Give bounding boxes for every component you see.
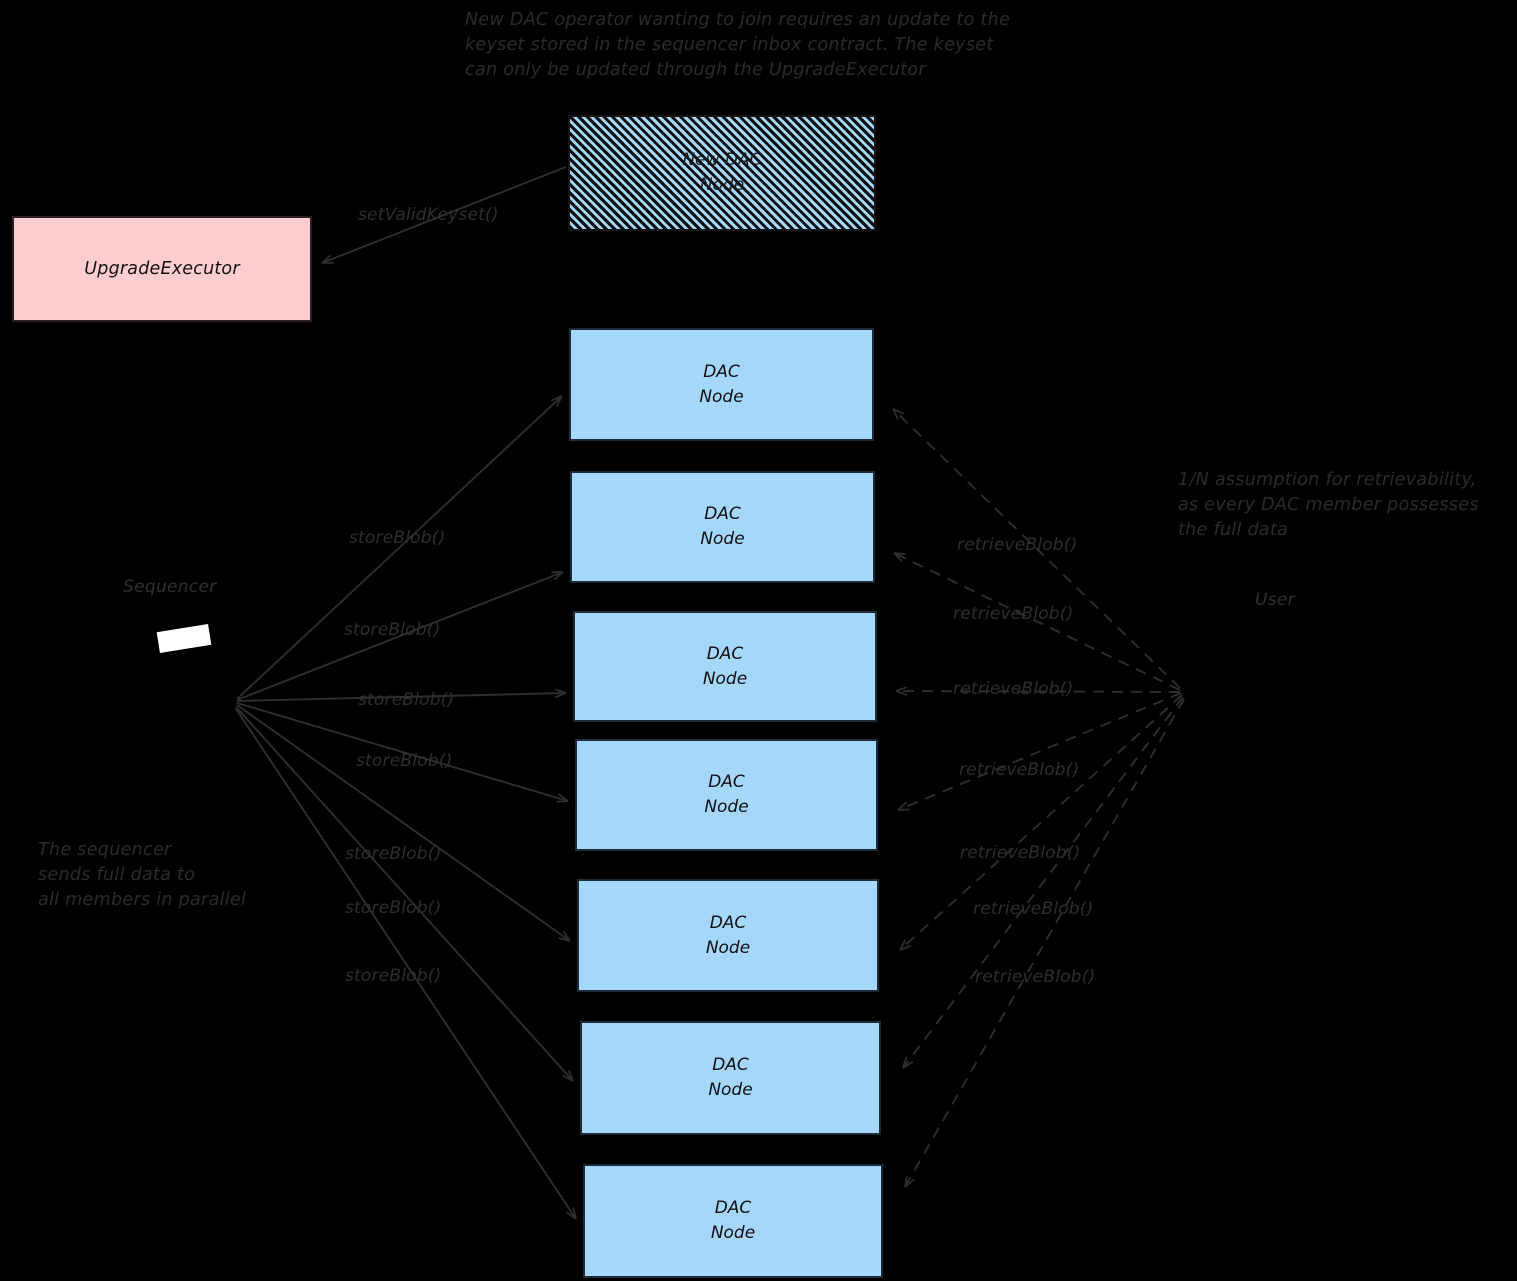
annotation-retrievability-note: 1/N assumption for retrievability, as ev… [1178, 470, 1479, 540]
box-dac-node-6[interactable]: DAC Node [580, 1021, 881, 1135]
box-dac-node-5-label-line-1: DAC [709, 912, 747, 933]
edge-label-store-blob-4: storeBlob() [356, 751, 453, 771]
edge-retrieve-blob-4 [898, 692, 1182, 810]
edge-label-store-blob-2: storeBlob() [344, 620, 441, 640]
edge-label-store-blob-5: storeBlob() [345, 844, 442, 864]
box-dac-node-7[interactable]: DAC Node [583, 1164, 883, 1278]
box-dac-node-4-label-line-1: DAC [708, 772, 745, 792]
box-upgrade-executor[interactable]: UpgradeExecutor [12, 216, 312, 322]
edge-label-store-blob-7: storeBlob() [345, 966, 442, 986]
box-dac-node-6-label-line-1: DAC [712, 1055, 749, 1075]
edge-label-set-valid-keyset: setValidKeyset() [358, 205, 499, 225]
annotation-keyset-note: New DAC operator wanting to join require… [465, 10, 1011, 80]
box-dac-node-4[interactable]: DAC Node [575, 739, 878, 851]
box-new-dac-node-label-line-2: Node [699, 175, 745, 195]
edge-label-retrieve-blob-7: retrieveBlob() [975, 967, 1096, 987]
box-dac-node-7-label-line-2: Node [710, 1223, 756, 1243]
box-dac-node-2-label-line-2: Node [700, 529, 745, 549]
box-dac-node-4-label-line-2: Node [704, 797, 749, 817]
box-dac-node-3-label-line-1: DAC [706, 643, 744, 664]
edge-label-retrieve-blob-3: retrieveBlob() [953, 679, 1074, 699]
box-new-dac-node[interactable]: New DAC Node [568, 115, 876, 231]
edge-label-store-blob-6: storeBlob() [345, 898, 442, 918]
box-dac-node-2[interactable]: DAC Node [570, 471, 875, 583]
edge-label-retrieve-blob-6: retrieveBlob() [973, 899, 1094, 919]
box-dac-node-3-label-line-2: Node [702, 668, 748, 689]
edge-label-retrieve-blob-4: retrieveBlob() [959, 760, 1080, 780]
edge-label-store-blob-1: storeBlob() [349, 528, 446, 548]
box-dac-node-2-label-line-1: DAC [704, 504, 741, 524]
box-dac-node-1[interactable]: DAC Node [569, 328, 874, 441]
box-upgrade-executor-label: UpgradeExecutor [84, 259, 240, 279]
edge-store-blob-7 [235, 708, 576, 1219]
box-dac-node-7-label-line-1: DAC [714, 1198, 752, 1218]
edge-label-retrieve-blob-2: retrieveBlob() [953, 604, 1074, 624]
annotation-parallel-note: The sequencer sends full data to all mem… [38, 840, 247, 910]
edge-retrieve-blob-6 [903, 696, 1184, 1068]
box-dac-node-5[interactable]: DAC Node [577, 879, 879, 992]
edge-label-retrieve-blob-1: retrieveBlob() [957, 535, 1078, 555]
sequencer-icon [156, 624, 212, 653]
actor-label-sequencer: Sequencer [123, 577, 217, 597]
box-dac-node-3[interactable]: DAC Node [573, 611, 877, 722]
edge-label-retrieve-blob-5: retrieveBlob() [960, 843, 1081, 863]
box-new-dac-node-label-line-1: New DAC [682, 150, 762, 170]
box-dac-node-1-label-line-2: Node [699, 386, 744, 407]
box-dac-node-1-label-line-1: DAC [703, 361, 740, 382]
actor-label-user: User [1255, 590, 1295, 610]
edge-label-store-blob-3: storeBlob() [358, 690, 455, 710]
box-dac-node-6-label-line-2: Node [708, 1080, 753, 1100]
box-dac-node-5-label-line-2: Node [705, 937, 751, 958]
